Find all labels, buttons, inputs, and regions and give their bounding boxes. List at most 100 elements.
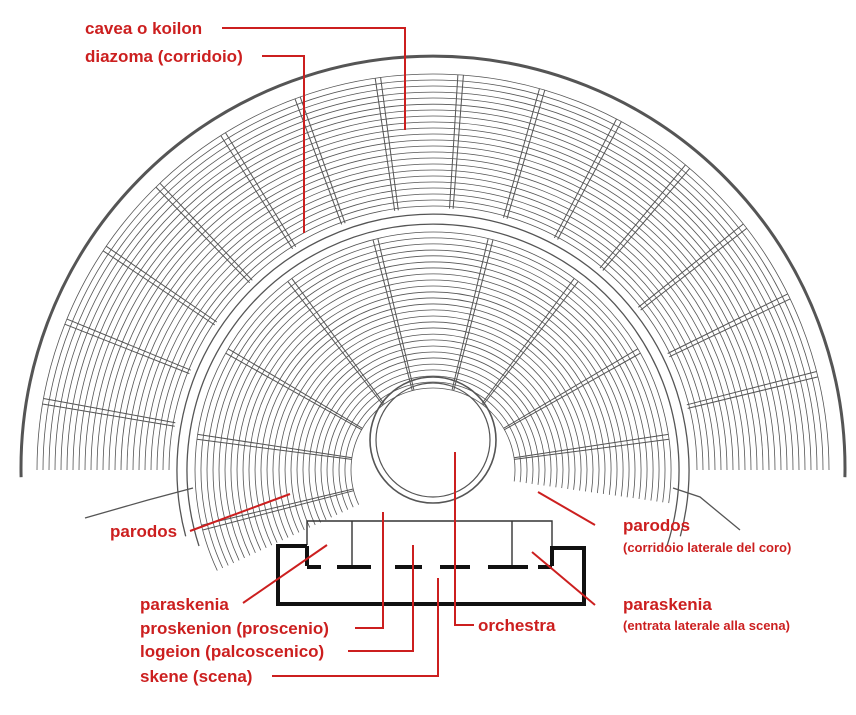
seat-row-lower xyxy=(284,321,582,533)
stairway-upper xyxy=(43,398,176,424)
stairway-upper xyxy=(640,228,748,311)
stairway-upper xyxy=(667,293,788,354)
stairway-lower xyxy=(504,352,641,431)
label-cavea: cavea o koilon xyxy=(85,19,202,38)
label-orchestra: orchestra xyxy=(478,616,556,635)
seat-row-lower xyxy=(302,339,564,526)
label-parodos-right-sub: (corridoio laterale del coro) xyxy=(623,540,791,555)
label-skene: skene (scena) xyxy=(140,667,252,686)
seating-structure xyxy=(19,54,847,571)
seat-row-upper xyxy=(162,199,704,471)
seat-row-upper xyxy=(102,139,764,471)
stairway-lower xyxy=(377,238,415,391)
label-paraskenia-right: paraskenia xyxy=(623,595,712,614)
seat-row-lower xyxy=(260,297,606,543)
seat-row-upper xyxy=(36,73,830,471)
label-paraskenia-left: paraskenia xyxy=(140,595,229,614)
seat-row-upper xyxy=(42,79,824,471)
stairway-upper xyxy=(553,118,617,239)
stairway-upper xyxy=(602,168,691,271)
seat-row-lower xyxy=(200,237,666,569)
seat-row-upper xyxy=(66,103,800,471)
seat-row-upper xyxy=(96,133,770,471)
label-parodos-left: parodos xyxy=(110,522,177,541)
seat-row-lower xyxy=(344,381,522,508)
seat-row-lower xyxy=(308,345,558,523)
seat-row-lower xyxy=(218,255,648,561)
stairway-upper xyxy=(449,74,459,209)
seat-row-upper xyxy=(60,97,806,471)
stairway-upper xyxy=(687,376,819,409)
seat-row-upper xyxy=(156,193,710,471)
stairway-lower xyxy=(514,433,669,459)
seat-row-lower xyxy=(254,291,612,546)
stairway-upper xyxy=(599,164,686,269)
stairway-upper xyxy=(106,245,218,323)
stairway-upper xyxy=(503,88,540,218)
stairway-upper xyxy=(557,121,622,240)
seat-row-lower xyxy=(296,333,570,528)
stairway-lower xyxy=(503,348,639,429)
orchestra-inner-ring xyxy=(375,382,491,498)
stairway-upper xyxy=(64,323,190,375)
stairway-upper xyxy=(66,318,191,371)
stairway-lower xyxy=(197,433,352,459)
stairway-lower xyxy=(227,348,363,429)
stairway-upper xyxy=(225,132,297,248)
seat-row-lower xyxy=(242,279,624,551)
label-proskenion: proskenion (proscenio) xyxy=(140,619,329,638)
stairway-upper xyxy=(506,89,546,219)
seat-row-lower xyxy=(224,261,642,559)
parodos-walls xyxy=(84,487,741,531)
outer-wall xyxy=(19,54,847,478)
stairway-lower xyxy=(514,438,670,460)
seat-row-lower xyxy=(290,327,576,531)
seat-row-upper xyxy=(90,127,776,471)
seat-row-lower xyxy=(338,375,528,510)
seat-row-lower xyxy=(272,309,594,538)
stairway-lower xyxy=(225,352,362,431)
stairway-upper xyxy=(669,298,791,358)
stairway-lower xyxy=(481,278,575,405)
seat-row-upper xyxy=(168,205,698,471)
seat-row-lower xyxy=(230,267,636,556)
label-paraskenia-right-sub: (entrata laterale alla scena) xyxy=(623,618,790,633)
stairway-upper xyxy=(294,98,343,225)
stairway-lower xyxy=(453,239,494,391)
seat-row-upper xyxy=(84,121,782,471)
seat-row-lower xyxy=(266,303,600,541)
orchestra-circle xyxy=(369,376,497,504)
seat-row-upper xyxy=(108,145,758,471)
stairway-upper xyxy=(299,96,346,224)
label-logeion: logeion (palcoscenico) xyxy=(140,642,324,661)
stairway-lower xyxy=(482,281,579,406)
leader-lines xyxy=(189,27,596,677)
seat-row-upper xyxy=(132,169,734,471)
seat-row-upper xyxy=(126,163,740,471)
label-parodos-right: parodos xyxy=(623,516,690,535)
stairway-lower xyxy=(291,278,385,405)
stairway-upper xyxy=(686,371,817,406)
proskenion-structure xyxy=(306,520,553,566)
label-diazoma: diazoma (corridoio) xyxy=(85,47,243,66)
stairway-upper xyxy=(159,182,253,281)
stairway-upper xyxy=(42,403,175,427)
seat-row-lower xyxy=(278,315,588,536)
seat-row-upper xyxy=(54,91,812,471)
seat-row-upper xyxy=(150,187,716,471)
seat-row-lower xyxy=(236,273,630,553)
seat-row-lower xyxy=(332,369,534,513)
seat-row-lower xyxy=(326,363,540,515)
diazoma-outer-edge xyxy=(176,213,690,537)
seat-row-lower xyxy=(248,285,618,548)
skene-building xyxy=(276,544,586,606)
diazoma-inner-edge xyxy=(186,223,680,547)
seat-row-lower xyxy=(350,387,516,505)
stairway-lower xyxy=(372,239,413,391)
stairway-upper xyxy=(452,75,464,209)
labels: cavea o koilon diazoma (corridoio) parod… xyxy=(85,19,791,686)
stairway-lower xyxy=(202,490,354,531)
seat-row-upper xyxy=(114,151,752,471)
stairway-lower xyxy=(451,238,489,391)
